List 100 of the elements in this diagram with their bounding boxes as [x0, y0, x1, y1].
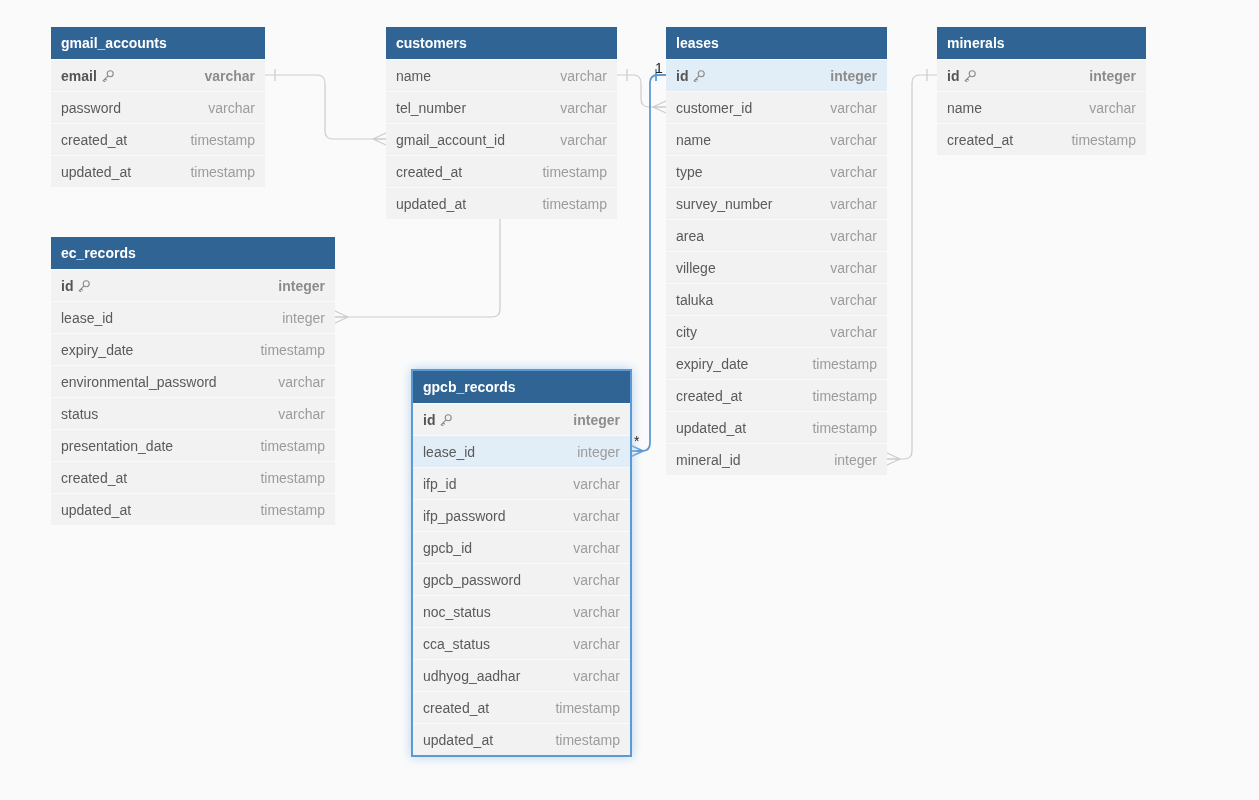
field-name: created_at	[396, 163, 463, 180]
field-type: varchar	[830, 259, 877, 276]
table-row	[413, 627, 630, 659]
table-header: customers	[386, 27, 617, 59]
table-row	[413, 723, 630, 755]
relationship-line	[264, 68, 387, 146]
cardinality-label: *	[634, 434, 640, 448]
field-name: status	[61, 405, 99, 422]
field-name: updated_at	[61, 163, 132, 180]
field-type: integer	[282, 309, 325, 326]
table-row	[413, 563, 630, 595]
field-name: created_at	[61, 131, 128, 148]
field-type: varchar	[560, 99, 607, 116]
field-type: timestamp	[555, 699, 620, 716]
field-type: varchar	[830, 99, 877, 116]
field-name: ifp_password	[423, 507, 506, 524]
field-type: integer	[573, 411, 620, 428]
field-name: id	[676, 67, 689, 84]
field-name: email	[61, 67, 97, 84]
table-row	[666, 59, 887, 91]
field-type: varchar	[573, 571, 620, 588]
field-type: varchar	[573, 507, 620, 524]
field-type: varchar	[573, 603, 620, 620]
field-type: timestamp	[260, 469, 325, 486]
field-name: lease_id	[423, 443, 476, 460]
table-row	[413, 467, 630, 499]
field-type: integer	[278, 277, 325, 294]
field-name: presentation_date	[61, 437, 174, 454]
field-name: type	[676, 163, 703, 180]
field-type: varchar	[830, 323, 877, 340]
field-type: varchar	[204, 67, 255, 84]
field-name: created_at	[61, 469, 128, 486]
field-name: expiry_date	[676, 355, 749, 372]
field-name: created_at	[947, 131, 1014, 148]
field-type: varchar	[830, 195, 877, 212]
table-header: ec_records	[51, 237, 335, 269]
field-type: varchar	[573, 475, 620, 492]
field-type: varchar	[830, 227, 877, 244]
table-row	[413, 595, 630, 627]
field-name: password	[61, 99, 121, 116]
field-name: updated_at	[61, 501, 132, 518]
field-name: name	[947, 99, 983, 116]
field-type: varchar	[830, 163, 877, 180]
field-type: timestamp	[542, 163, 607, 180]
field-name: customer_id	[676, 99, 753, 116]
relationship-line	[886, 68, 938, 466]
field-type: integer	[834, 451, 877, 468]
field-name: area	[676, 227, 705, 244]
field-name: created_at	[423, 699, 490, 716]
field-type: timestamp	[555, 731, 620, 748]
field-name: city	[676, 323, 697, 340]
field-type: timestamp	[190, 163, 255, 180]
field-name: gmail_account_id	[396, 131, 505, 148]
field-type: varchar	[830, 131, 877, 148]
field-type: varchar	[278, 373, 325, 390]
field-name: id	[947, 67, 960, 84]
field-type: varchar	[278, 405, 325, 422]
field-name: tel_number	[396, 99, 467, 116]
field-name: ifp_id	[423, 475, 457, 492]
field-type: varchar	[573, 667, 620, 684]
field-name: expiry_date	[61, 341, 134, 358]
field-type: integer	[830, 67, 877, 84]
field-name: created_at	[676, 387, 743, 404]
field-type: varchar	[560, 67, 607, 84]
field-type: varchar	[573, 539, 620, 556]
cardinality-label: 1	[655, 61, 663, 75]
table-header: gmail_accounts	[51, 27, 265, 59]
field-name: name	[676, 131, 712, 148]
field-type: timestamp	[812, 419, 877, 436]
field-type: varchar	[830, 291, 877, 308]
field-name: villege	[676, 259, 716, 276]
field-type: varchar	[1089, 99, 1136, 116]
table-header: gpcb_records	[413, 371, 630, 403]
field-type: timestamp	[260, 437, 325, 454]
field-name: cca_status	[423, 635, 490, 652]
field-name: lease_id	[61, 309, 114, 326]
field-type: varchar	[208, 99, 255, 116]
field-name: updated_at	[676, 419, 747, 436]
field-name: id	[423, 411, 436, 428]
table-card	[411, 369, 632, 757]
field-name: environmental_password	[61, 373, 217, 390]
field-name: gpcb_password	[423, 571, 522, 588]
table-row	[413, 403, 630, 435]
table-row	[413, 531, 630, 563]
field-type: integer	[1089, 67, 1136, 84]
table-row	[413, 435, 630, 467]
field-type: timestamp	[190, 131, 255, 148]
field-name: updated_at	[396, 195, 467, 212]
field-name: name	[396, 67, 432, 84]
field-type: timestamp	[542, 195, 607, 212]
field-type: varchar	[560, 131, 607, 148]
field-type: timestamp	[812, 355, 877, 372]
field-type: timestamp	[260, 501, 325, 518]
field-name: id	[61, 277, 74, 294]
field-name: updated_at	[423, 731, 494, 748]
field-name: noc_status	[423, 603, 491, 620]
table-row	[413, 691, 630, 723]
table-row	[413, 499, 630, 531]
field-type: timestamp	[812, 387, 877, 404]
field-type: varchar	[573, 635, 620, 652]
